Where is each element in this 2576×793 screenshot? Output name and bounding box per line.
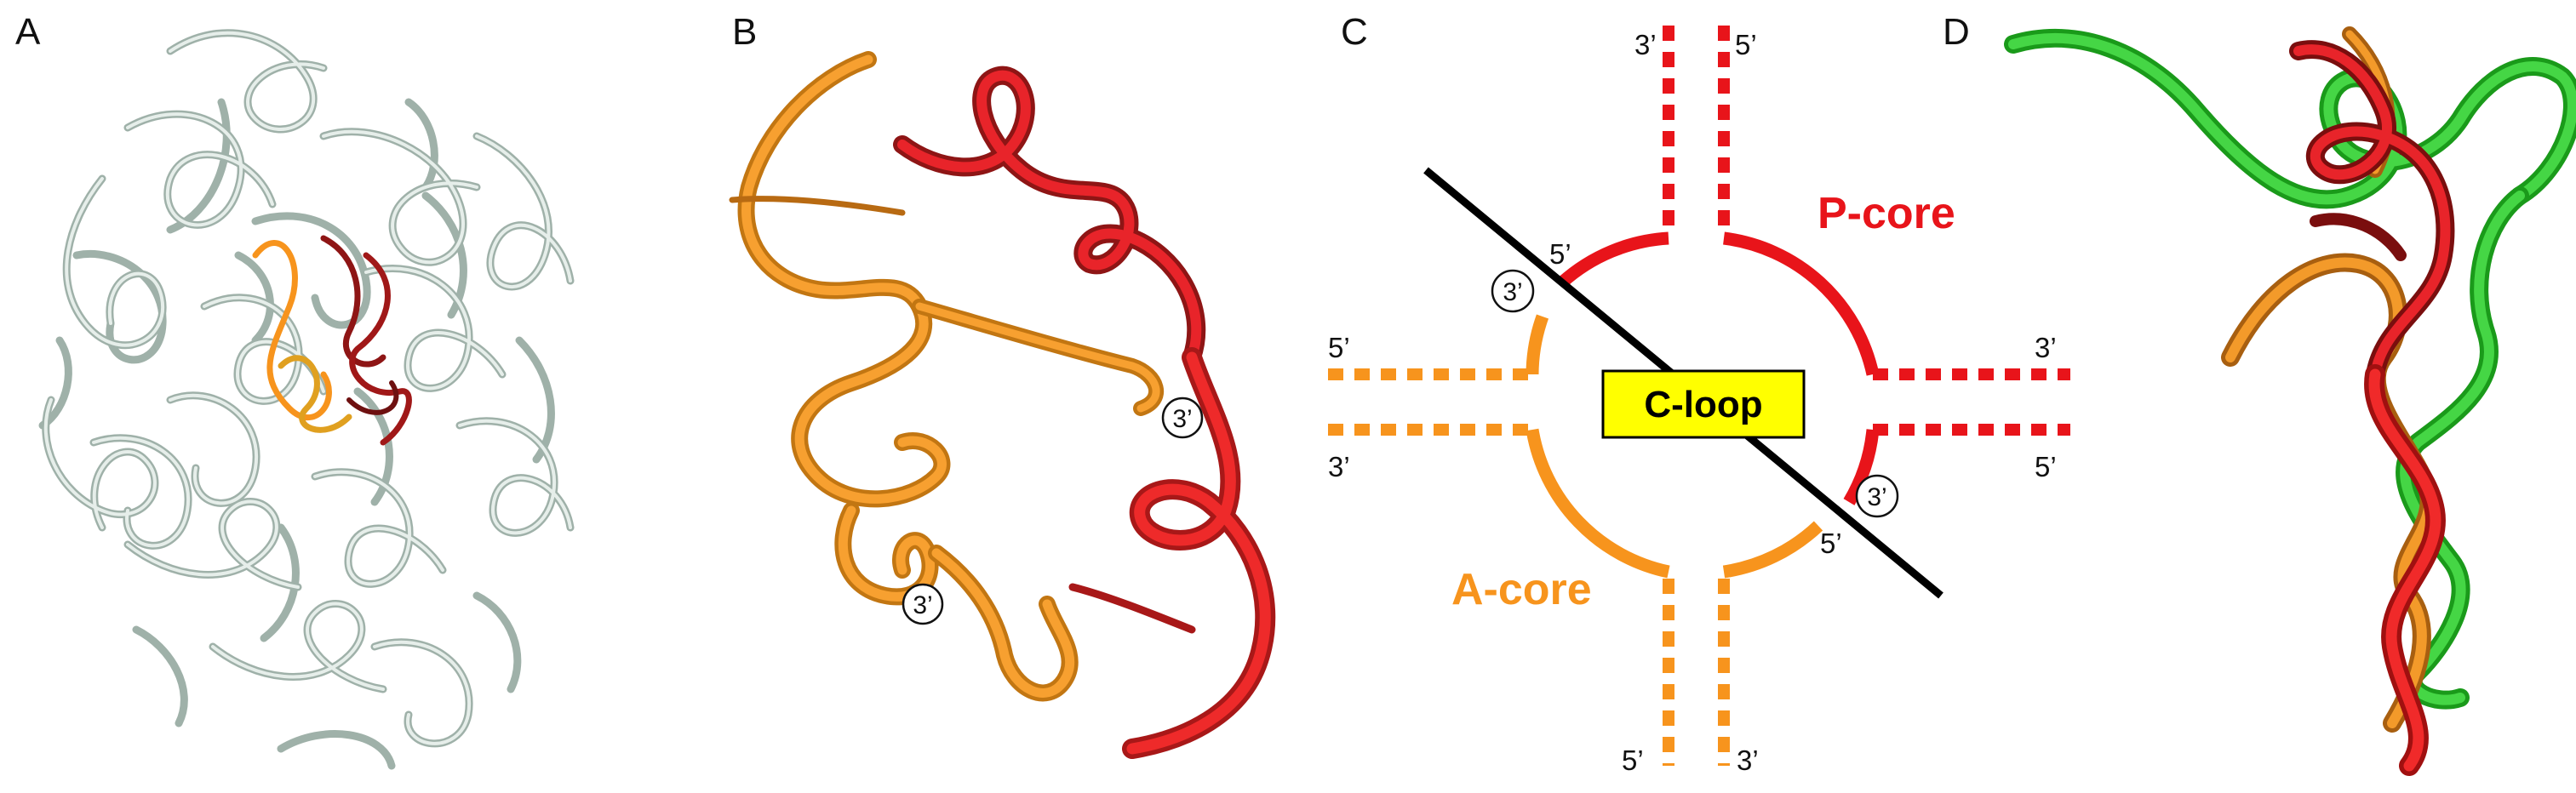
- panel-b-three-prime-lower-text: 3’: [913, 591, 932, 619]
- panel-b-p-core-ribbon: [893, 66, 1276, 759]
- c-circled-three-prime-lower: 3’: [1855, 474, 1899, 518]
- panel-d-red-ribbon: [2289, 40, 2455, 776]
- end-ring-lower-five: 5’: [1820, 528, 1842, 559]
- panel-b-a-core-ribbon: [729, 51, 1165, 702]
- stem-right: [1873, 368, 2070, 436]
- panel-b-three-prime-upper-text: 3’: [1172, 405, 1192, 433]
- end-left-top: 5’: [1328, 332, 1350, 363]
- end-right-bottom: 5’: [2035, 451, 2057, 482]
- c-loop-box: C-loop: [1601, 369, 1806, 439]
- end-left-bottom: 3’: [1328, 451, 1350, 482]
- panel-a-letter: A: [15, 11, 41, 53]
- ring-arc-bottom-left-orange: [1526, 428, 1670, 579]
- panel-d: D: [1943, 11, 2576, 776]
- panel-c: C C-l: [1328, 11, 2070, 776]
- ring-arc-top-left-red: [1557, 231, 1669, 288]
- ring-arc-bottom-right-orange: [1722, 521, 1823, 579]
- end-top-left: 3’: [1634, 29, 1657, 60]
- panel-a: A: [15, 11, 575, 770]
- end-bottom-right: 3’: [1737, 745, 1759, 776]
- end-top-right: 5’: [1735, 29, 1757, 60]
- panel-d-letter: D: [1943, 11, 1970, 53]
- end-right-top: 3’: [2035, 332, 2057, 363]
- panel-b-three-prime-lower: 3’: [902, 583, 944, 625]
- a-core-label: A-core: [1451, 565, 1592, 614]
- end-ring-upper-five: 5’: [1549, 238, 1571, 270]
- ring-arc-left-orange: [1526, 314, 1549, 375]
- panel-b: B 3’ 3’: [729, 11, 1276, 759]
- panel-b-three-prime-upper: 3’: [1161, 396, 1204, 439]
- c-loop-label: C-loop: [1644, 384, 1762, 425]
- ring-arc-right-red: [1843, 429, 1880, 505]
- c-circled-three-prime-upper-text: 3’: [1503, 278, 1522, 306]
- c-circled-three-prime-lower-text: 3’: [1867, 483, 1886, 511]
- stem-left: [1328, 368, 1532, 436]
- c-circled-three-prime-upper: 3’: [1491, 269, 1535, 313]
- core-ring: [1526, 231, 1880, 579]
- panel-c-letter: C: [1341, 11, 1368, 53]
- end-bottom-left: 5’: [1622, 745, 1644, 776]
- ring-arc-top-right-red: [1723, 231, 1880, 376]
- p-core-label: P-core: [1818, 189, 1955, 238]
- stem-bottom: [1663, 579, 1730, 766]
- panel-a-highlight-core: [252, 235, 412, 446]
- panel-d-green-ribbon: [2004, 29, 2576, 710]
- panel-b-letter: B: [732, 11, 757, 53]
- stem-top: [1663, 26, 1730, 230]
- ribosome-gray-tangle-light: [43, 31, 572, 745]
